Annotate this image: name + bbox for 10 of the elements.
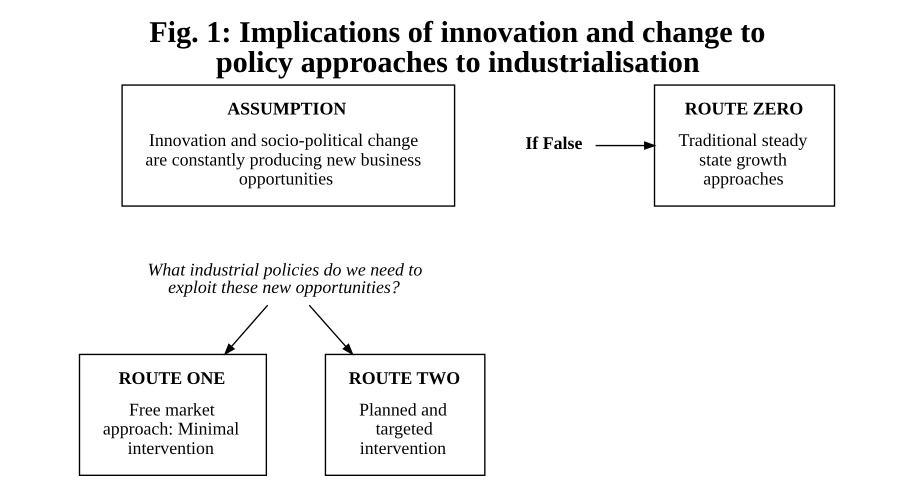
node-box: ROUTE ONE Free market approach: Minimal intervention xyxy=(78,354,268,476)
node-text: What industrial policies do we need to exploit these new opportunities? xyxy=(148,259,422,298)
node-box: ROUTE ZERO Traditional steady state growth approaches xyxy=(654,84,836,207)
arrow xyxy=(224,304,268,356)
node-box: ASSUMPTION Innovation and socio-political change are constantly producing new business opportunities xyxy=(121,84,456,207)
diagram-title: Fig. 1: Implications of innovation and change to policy approaches to industrialisation xyxy=(149,14,766,80)
arrow xyxy=(596,141,656,150)
node-text: If False xyxy=(525,132,582,153)
node-box: ROUTE TWO Planned and targeted intervention xyxy=(324,354,486,476)
arrow xyxy=(308,304,354,356)
